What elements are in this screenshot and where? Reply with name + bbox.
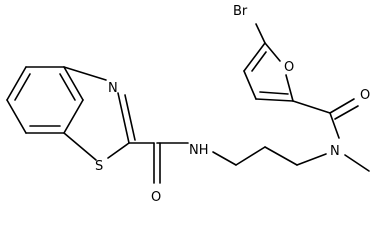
thiazole-sulfur-label: S: [95, 159, 103, 174]
molecule-canvas: Br O O N N S NH O: [6, 4, 370, 205]
carbonyl-oxygen-right-label: O: [360, 88, 370, 103]
chemical-structure: Br O O N N S NH O: [6, 4, 370, 205]
bromine-label: Br: [233, 4, 248, 19]
benzene-ring: [6, 66, 84, 134]
furan-oxygen-label: O: [284, 60, 294, 75]
propyl-linker: [212, 146, 327, 166]
thiazole-nitrogen-label: N: [108, 81, 118, 96]
carbonyl-oxygen-left-label: O: [151, 190, 161, 205]
right-amide-group: [329, 98, 370, 172]
amide-nh-left-label: NH: [189, 143, 209, 158]
furan-ring: [243, 23, 331, 114]
thiazole-ring: [63, 66, 136, 161]
amide-nitrogen-right-label: N: [330, 144, 340, 159]
left-amide-group: [128, 142, 189, 184]
